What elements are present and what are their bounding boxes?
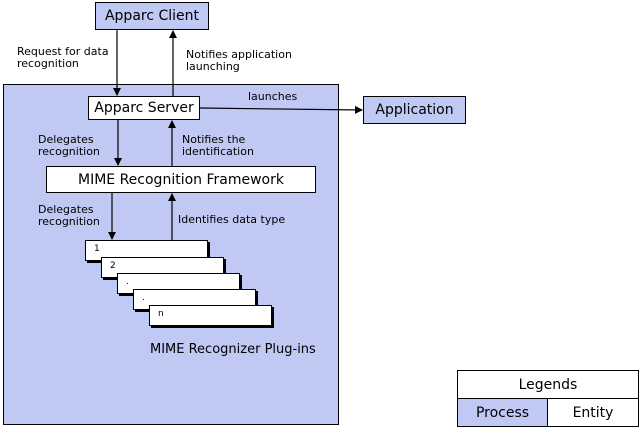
arrow-server-to-application [199, 105, 363, 114]
legend-process-label: Process [475, 404, 530, 421]
edge-label-notifies-launch: Notifies application launching [186, 48, 292, 73]
plugin-card-4-label: . [142, 293, 145, 303]
legend-process-swatch: Process [457, 398, 548, 427]
mime-recognition-framework-label: MIME Recognition Framework [78, 171, 284, 188]
apparc-server-node: Apparc Server [88, 96, 200, 120]
plugins-caption: MIME Recognizer Plug-ins [150, 342, 316, 357]
application-label: Application [375, 102, 454, 118]
plugin-card-2-label: 2 [110, 261, 116, 271]
edge-label-request: Request for data recognition [17, 45, 109, 70]
legend-title-box: Legends [457, 370, 639, 399]
plugin-card-5-label: n [158, 309, 164, 319]
edge-label-delegates-2: Delegates recognition [38, 203, 100, 228]
plugin-card-1-label: 1 [94, 244, 100, 254]
edge-label-delegates-1: Delegates recognition [38, 133, 100, 158]
edge-label-launches: launches [248, 90, 298, 103]
plugin-card-5: n [149, 305, 272, 326]
legend-title: Legends [518, 376, 578, 393]
apparc-server-label: Apparc Server [94, 100, 194, 116]
edge-label-notifies-identification: Notifies the identification [182, 133, 254, 158]
apparc-client-node: Apparc Client [95, 2, 209, 30]
mime-recognition-framework-node: MIME Recognition Framework [46, 166, 316, 193]
application-node: Application [363, 96, 466, 124]
plugin-card-3-label: . [126, 277, 129, 287]
legend-entity-swatch: Entity [547, 398, 639, 427]
edge-label-identifies: Identifies data type [178, 213, 286, 226]
apparc-client-label: Apparc Client [104, 8, 200, 24]
legend-entity-label: Entity [572, 404, 614, 421]
